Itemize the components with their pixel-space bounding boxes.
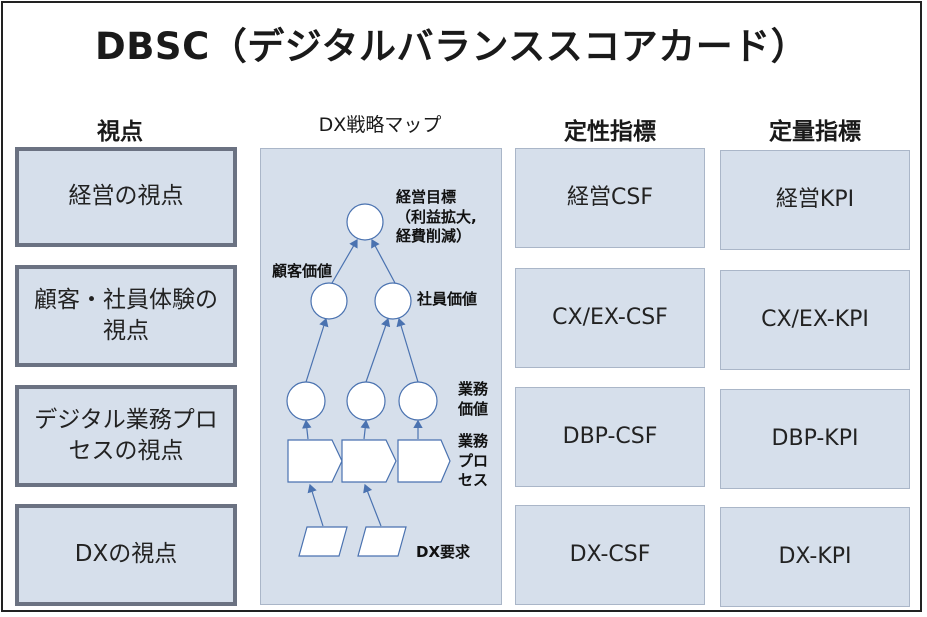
header-qualitative: 定性指標 xyxy=(564,119,656,145)
kpi-dx: DX-KPI xyxy=(720,507,910,607)
kpi-dbp: DBP-KPI xyxy=(720,389,910,489)
csf-cx-ex: CX/EX-CSF xyxy=(515,268,705,368)
customer-value-node xyxy=(310,282,348,320)
perspective-cx-ex: 顧客・社員体験の視点 xyxy=(15,265,237,367)
business-value-node-2 xyxy=(346,381,386,421)
csf-management: 経営CSF xyxy=(515,148,705,248)
label-business-value: 業務 価値 xyxy=(458,380,489,418)
requirement-node-1 xyxy=(298,526,348,557)
goal-node xyxy=(346,203,384,241)
label-business-process: 業務 プロ セス xyxy=(458,432,489,489)
header-strategy-map: DX戦略マップ xyxy=(318,114,442,136)
business-value-node-1 xyxy=(286,381,326,421)
process-node-1 xyxy=(287,439,343,483)
perspective-digital-process: デジタル業務プロセスの視点 xyxy=(15,385,237,487)
perspective-dx: DXの視点 xyxy=(15,504,237,606)
header-quantitative: 定量指標 xyxy=(769,119,861,145)
business-value-node-3 xyxy=(398,381,438,421)
label-employee-value: 社員価値 xyxy=(417,290,478,308)
label-customer-value: 顧客価値 xyxy=(272,262,333,280)
process-node-2 xyxy=(341,439,397,483)
strategy-map-graphic xyxy=(286,203,451,557)
kpi-management: 経営KPI xyxy=(720,150,910,250)
page-title: DBSC（デジタルバランススコアカード） xyxy=(95,25,809,68)
csf-dbp: DBP-CSF xyxy=(515,387,705,487)
label-goal: 経営目標 （利益拡大, 経費削減） xyxy=(396,188,477,245)
kpi-cx-ex: CX/EX-KPI xyxy=(720,270,910,370)
perspective-management: 経営の視点 xyxy=(15,147,237,247)
header-perspective: 視点 xyxy=(97,119,143,145)
employee-value-node xyxy=(374,282,412,320)
label-dx-requirement: DX要求 xyxy=(416,543,471,561)
csf-dx: DX-CSF xyxy=(515,505,705,605)
requirement-node-2 xyxy=(357,526,407,557)
process-node-3 xyxy=(397,439,451,483)
